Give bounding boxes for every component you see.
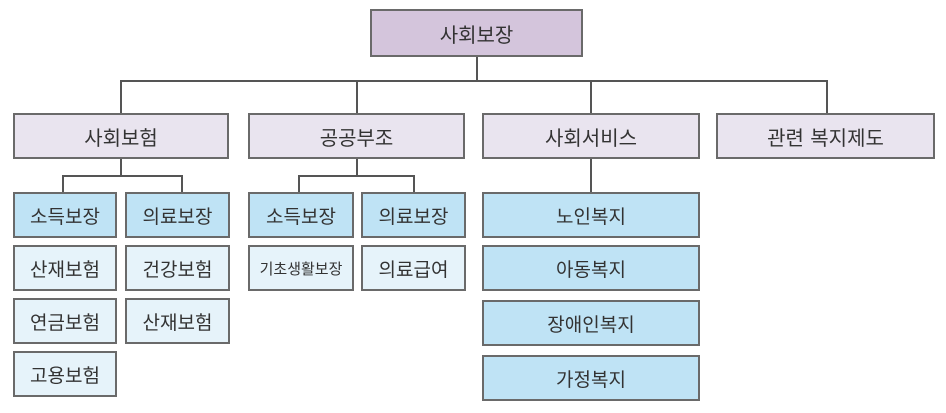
node-child-welfare: 아동복지 — [482, 245, 700, 291]
category-related-welfare: 관련 복지제도 — [716, 113, 935, 159]
connector — [181, 175, 183, 193]
connector — [120, 158, 122, 176]
node-label: 의료보장 — [378, 205, 449, 228]
node-label: 고용보험 — [30, 364, 100, 387]
node-label: 건강보험 — [142, 258, 213, 281]
node-elderly-welfare: 노인복지 — [482, 192, 700, 238]
category-public-assistance: 공공부조 — [248, 113, 465, 159]
node-label: 연금보험 — [30, 311, 100, 334]
connector — [476, 56, 478, 81]
node-label: 의료보장 — [142, 205, 213, 228]
node-label: 산재보험 — [142, 311, 213, 334]
node-label: 가정복지 — [556, 368, 626, 391]
node-industrial-accident-insurance-2: 산재보험 — [125, 298, 230, 344]
node-medical-aid: 의료급여 — [361, 245, 466, 291]
category-label: 관련 복지제도 — [767, 125, 884, 150]
node-medical-security: 의료보장 — [125, 192, 230, 238]
node-basic-livelihood: 기초생활보장 — [248, 245, 354, 291]
node-label: 산재보험 — [30, 258, 100, 281]
connector — [826, 80, 828, 114]
node-label: 소득보장 — [30, 205, 100, 228]
node-disability-welfare: 장애인복지 — [482, 300, 700, 346]
category-label: 사회보험 — [84, 125, 158, 150]
connector — [298, 175, 415, 177]
node-label: 기초생활보장 — [259, 259, 343, 278]
node-health-insurance: 건강보험 — [125, 245, 230, 291]
category-social-services: 사회서비스 — [482, 113, 700, 159]
connector — [120, 80, 122, 114]
node-label: 장애인복지 — [547, 313, 635, 336]
node-family-welfare: 가정복지 — [482, 355, 700, 401]
node-medical-security-pa: 의료보장 — [361, 192, 466, 238]
root-node: 사회보장 — [370, 9, 583, 57]
connector — [356, 158, 358, 176]
connector — [62, 175, 64, 193]
node-income-security-pa: 소득보장 — [248, 192, 354, 238]
node-industrial-accident-insurance: 산재보험 — [13, 245, 117, 291]
connector — [298, 175, 300, 193]
node-label: 소득보장 — [266, 205, 336, 228]
category-label: 공공부조 — [319, 125, 394, 150]
connector — [590, 80, 592, 114]
node-employment-insurance: 고용보험 — [13, 351, 117, 397]
node-label: 아동복지 — [556, 258, 626, 281]
connector — [120, 80, 828, 82]
node-pension-insurance: 연금보험 — [13, 298, 117, 344]
node-income-security: 소득보장 — [13, 192, 117, 238]
category-social-insurance: 사회보험 — [13, 113, 229, 159]
connector — [413, 175, 415, 193]
root-label: 사회보장 — [439, 22, 514, 47]
connector — [62, 175, 183, 177]
node-label: 노인복지 — [556, 205, 626, 228]
connector — [590, 158, 592, 193]
node-label: 의료급여 — [378, 258, 449, 281]
category-label: 사회서비스 — [545, 125, 637, 150]
connector — [356, 80, 358, 114]
